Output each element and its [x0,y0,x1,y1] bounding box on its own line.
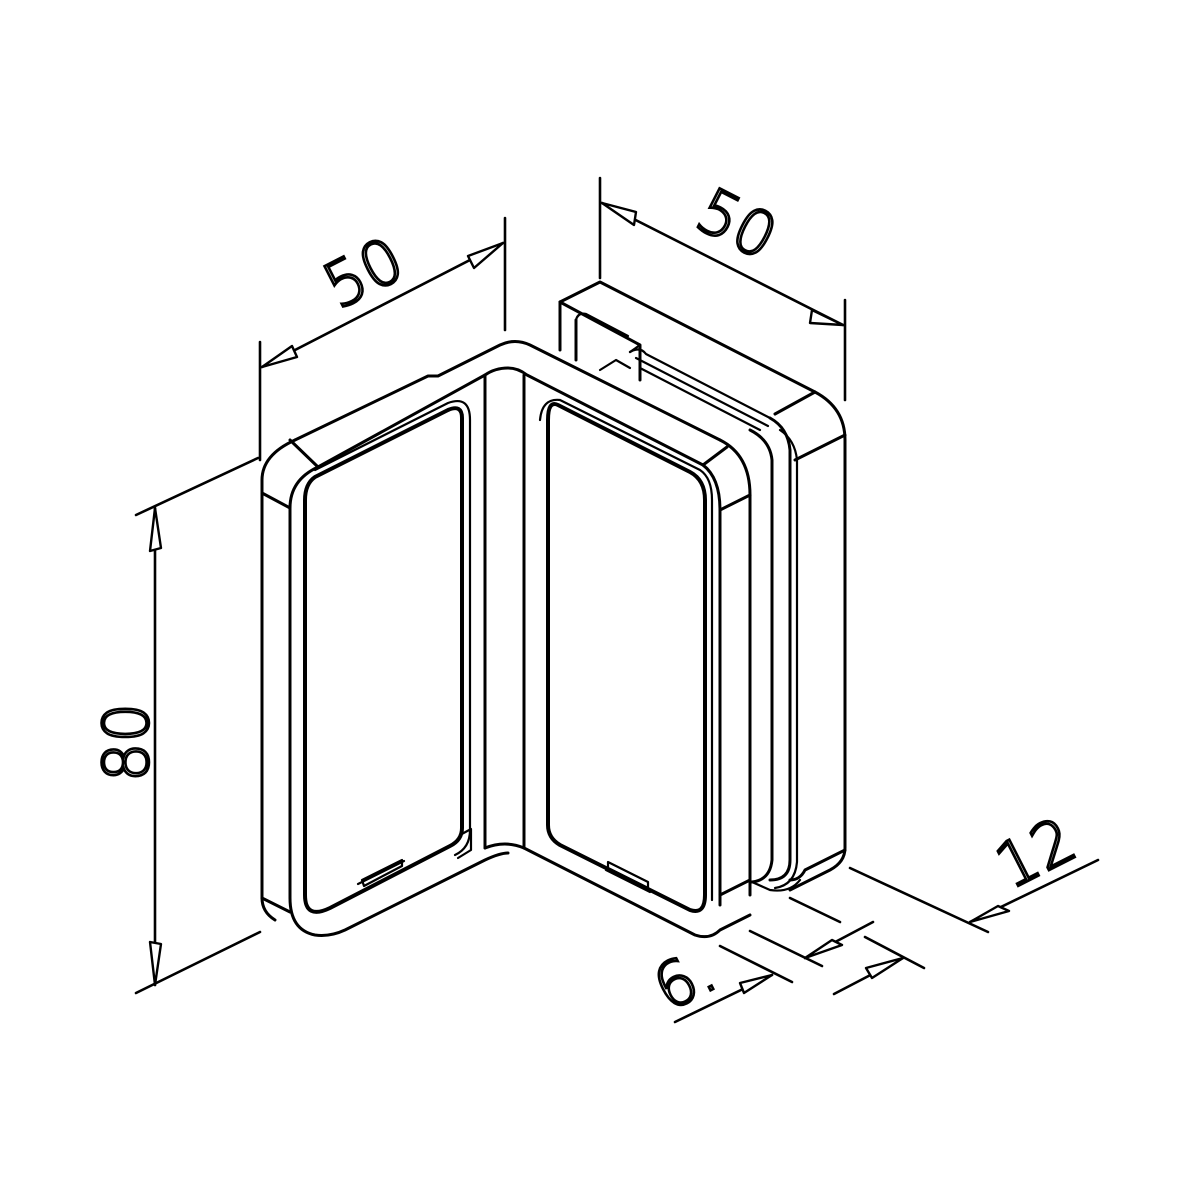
arrow-head-icon [148,506,163,553]
dimension-label-depth: 12 [984,802,1087,903]
dimension-label-width-right: 50 [685,173,788,274]
dimension-label-glass-gap: 6. [642,933,728,1025]
dimension-height: 80 [89,456,262,995]
dimension-width-right: 50 [598,172,847,402]
dimension-label-width-left: 50 [312,222,415,323]
arrow-head-icon [968,904,1011,924]
arrow-head-icon [148,940,163,987]
arrow-head-icon [864,956,905,980]
left-glass-recess [303,399,472,914]
dimension-glass-gap: 6. [640,920,926,1027]
arrow-head-icon [466,241,505,270]
arrow-head-icon [803,938,844,960]
arrow-head-icon [808,308,845,327]
arrow-head-icon [260,344,299,369]
rear-clamp-body [558,280,847,892]
arrow-head-icon [600,201,638,227]
right-glass-recess [538,398,714,913]
arrow-head-icon [738,973,774,995]
front-clamp-body [260,340,752,939]
dimension-label-height: 80 [90,703,163,782]
